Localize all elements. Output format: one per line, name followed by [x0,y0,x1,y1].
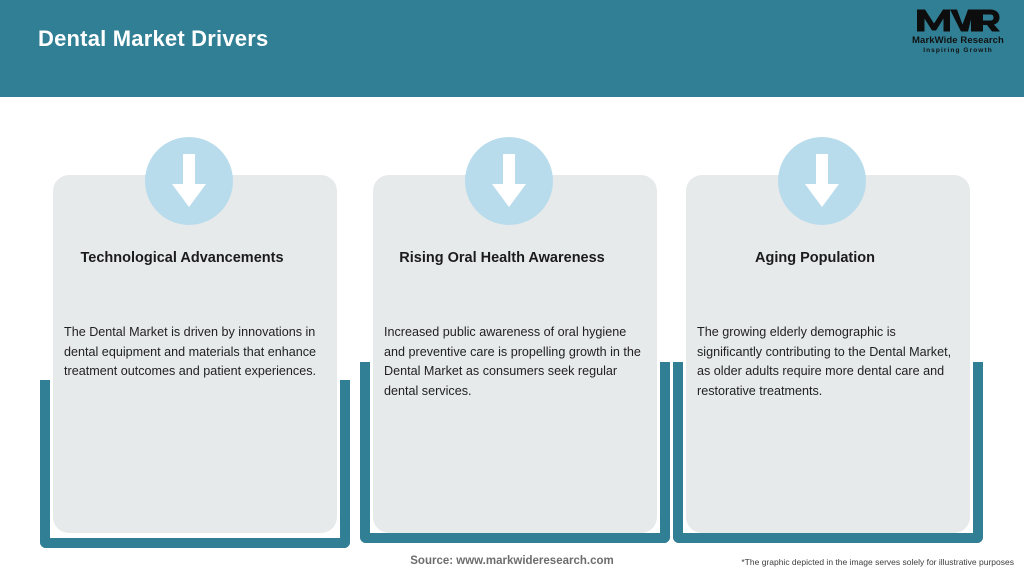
card-body-text: The growing elderly demographic is signi… [697,325,952,398]
down-arrow-glyph [492,154,526,207]
card-surface [686,175,970,533]
down-arrow-icon [465,137,553,225]
card-body-text: The Dental Market is driven by innovatio… [64,325,317,378]
down-arrow-icon [778,137,866,225]
drivers-card-group: Technological Advancements The Dental Ma… [0,97,1024,576]
card-body-text: Increased public awareness of oral hygie… [384,325,641,398]
card-accent-frame [360,362,670,543]
page-header: Dental Market Drivers MarkWide Research … [0,0,1024,97]
page-title: Dental Market Drivers [38,26,269,51]
source-label: Source: www.markwideresearch.com [410,555,614,567]
logo-company-name: MarkWide Research [912,35,1004,46]
down-arrow-icon [145,137,233,225]
brand-logo: MarkWide Research Inspiring Growth [906,6,1010,64]
card-surface [373,175,657,533]
card-surface [53,175,337,533]
card-title: Technological Advancements [80,250,284,266]
card-accent-frame [40,380,350,548]
down-arrow-glyph [172,154,206,207]
disclaimer-note: *The graphic depicted in the image serve… [741,557,1014,567]
card-accent-frame [673,362,983,543]
card-title: Aging Population [754,250,875,266]
driver-card-3: Aging Population The growing elderly dem… [673,97,983,557]
logo-tagline: Inspiring Growth [923,47,993,54]
card-title: Rising Oral Health Awareness [399,250,605,266]
mwr-logo-icon [917,9,1000,32]
driver-card-2: Rising Oral Health Awareness Increased p… [360,97,670,557]
down-arrow-glyph [805,154,839,207]
driver-card-1: Technological Advancements The Dental Ma… [40,97,350,557]
